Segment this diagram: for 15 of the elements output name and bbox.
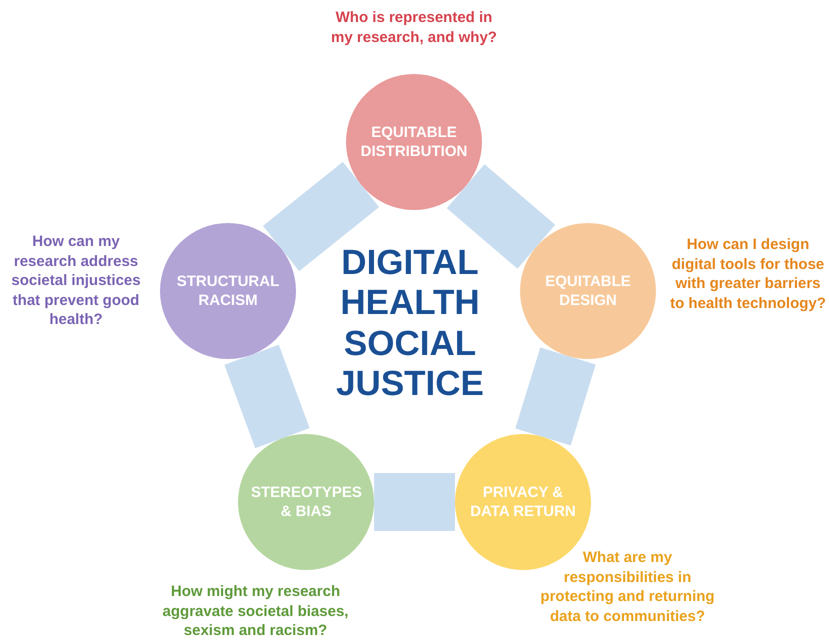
question-text: What are my responsibilities in protecting and returning data to communities? (540, 548, 715, 626)
question-text: How can my research address societal injustices that prevent good health? (10, 232, 142, 330)
question-text: How might my research aggravate societal biases, sexism and racism? (162, 582, 350, 640)
question-text: How can I design digital tools for those with greater barriers to health technology? (669, 235, 827, 313)
band-connector (374, 473, 455, 531)
topic-label: EQUITABLE DESIGN (544, 272, 632, 310)
topic-label: PRIVACY & DATA RETURN (469, 482, 577, 522)
band-connector (446, 164, 556, 269)
topic-label: STRUCTURAL RACISM (176, 272, 280, 310)
center-title: DIGITAL HEALTH SOCIAL JUSTICE (335, 243, 485, 404)
topic-label: EQUITABLE DISTRIBUTION (360, 122, 468, 162)
topic-label: STEREOTYPES & BIAS (251, 482, 361, 522)
band-connector (515, 348, 596, 446)
question-text: Who is represented in my research, and why? (330, 8, 498, 47)
band-connector (224, 344, 310, 448)
